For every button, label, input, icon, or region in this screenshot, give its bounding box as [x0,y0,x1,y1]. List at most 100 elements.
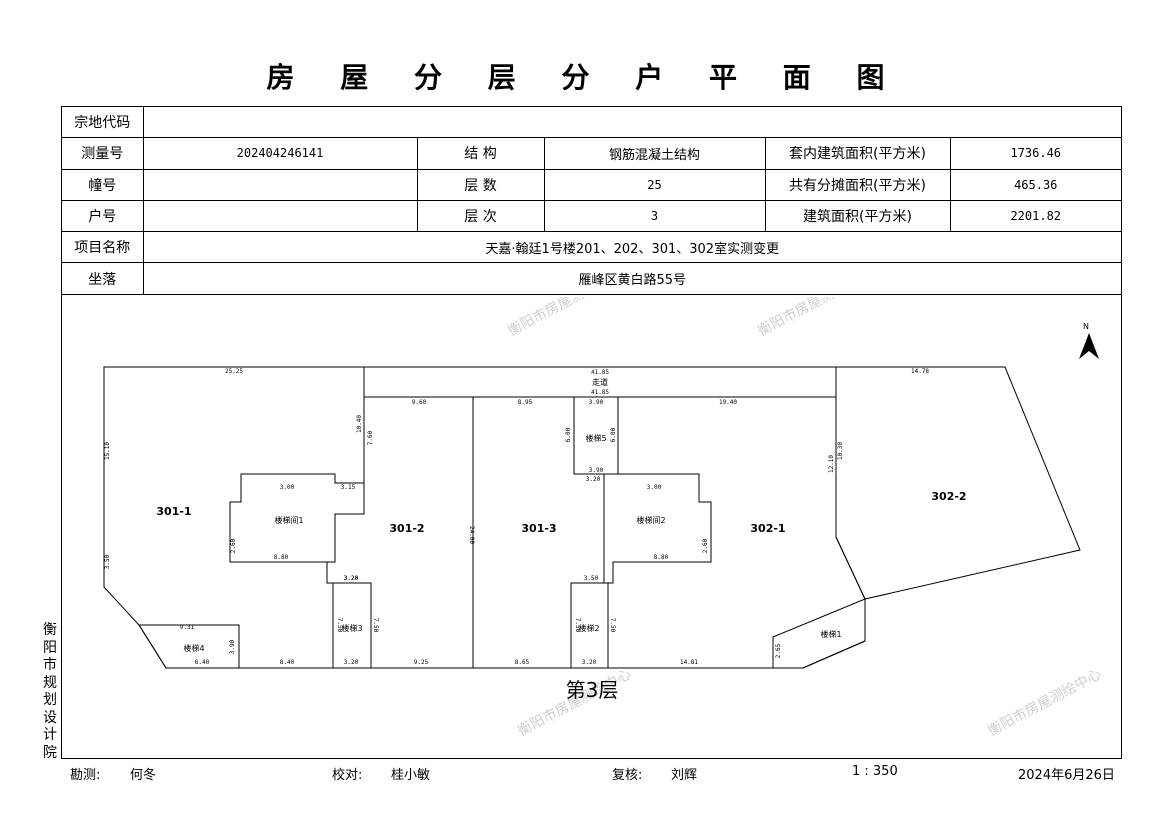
unit-label: 302-1 [750,522,785,535]
dimension-label: 3.00 [280,484,295,491]
reviewer-label: 复核: [612,768,643,783]
dimension-label: 9.25 [414,659,429,666]
page-title: 房 屋 分 层 分 户 平 面 图 [266,61,903,94]
dimension-label: 14.81 [680,659,698,666]
dimension-label: 2.60 [230,538,237,553]
room-label: 楼梯3 [341,623,362,633]
structure-label: 结 构 [416,137,545,170]
dimension-label: 8.80 [274,554,289,561]
parcel-code-label: 宗地代码 [62,107,144,139]
floors-label: 层 数 [416,168,545,201]
dimension-label: 7.50 [574,618,581,633]
stair-1-outline [772,598,866,669]
dimension-label: 3.20 [586,476,601,483]
scale: 1 : 350 [852,764,898,779]
watermark-text: 衡阳市房屋测绘中心 [755,297,874,340]
location-label: 坐落 [62,262,144,295]
dimension-label: 7.50 [609,618,616,633]
dimension-label: 8.40 [280,659,295,666]
dimension-label: 3.50 [104,554,111,569]
room-label: 楼梯间1 [274,515,303,525]
dimension-label: 3.90 [589,467,604,474]
dimension-label: 3.90 [229,639,236,654]
dimension-label: 9.31 [180,624,195,631]
dimension-label: 3.20 [344,659,359,666]
dimension-label: 12.10 [828,455,835,473]
room-label: 楼梯4 [183,643,204,653]
reviewer-name: 刘辉 [671,768,698,783]
unit-label: 301-3 [521,522,556,535]
dimension-label: 7.50 [372,618,379,633]
stair-5-outline [573,397,619,475]
dimension-label: 2.65 [775,643,782,658]
dimension-label: 24.00 [468,526,475,544]
dimension-label: 3.20 [344,575,359,582]
checker-name: 桂小敏 [391,768,431,783]
watermark-text: 衡阳市房屋测绘中心 [505,297,624,340]
dimension-label: 7.60 [367,430,374,445]
dimension-label: 25.25 [225,368,243,375]
dimension-label: 10.30 [837,442,844,460]
shared-area-label: 共有分摊面积(平方米) [764,168,951,201]
building-no-value [142,168,418,201]
room-label: 楼梯5 [585,433,606,443]
total-area-value: 2201.82 [949,199,1121,233]
north-arrow: N [1079,322,1099,359]
floor-label: 第3层 [566,678,619,702]
side-institution-text: 衡阳市规划设计院 [43,622,57,761]
building-no-label: 幢号 [62,168,144,201]
room-label: 走道 [592,377,608,387]
unit-no-value [142,199,418,233]
unit-302-2-outline [835,366,1081,600]
dimension-label: 8.65 [515,659,530,666]
unit-label: 302-2 [931,490,966,503]
stair-hall-1-outline [229,473,365,563]
dimension-label: 3.15 [341,484,356,491]
unit-301-1-outline [103,366,365,669]
date: 2024年6月26日 [1018,768,1115,783]
parcel-code-value [142,107,1121,139]
watermark-text: 衡阳市房屋测绘中心 [985,665,1104,739]
project-value: 天嘉·翰廷1号楼201、202、301、302室实测变更 [142,231,1121,264]
surveyor-label: 勘测: [70,768,101,783]
dimension-label: 9.60 [412,399,427,406]
checker-label: 校对: [332,768,363,783]
surveyor-name: 何冬 [130,768,157,783]
plan-sheet: 宗地代码 测量号 202404246141 结 构 钢筋混凝土结构 套内建筑面积… [61,106,1122,759]
dimension-label: 3.00 [647,484,662,491]
unit-no-label: 户号 [62,199,144,233]
dimension-label: 8.95 [518,399,533,406]
dimension-label: 8.80 [654,554,669,561]
dimension-label: 14.78 [911,368,929,375]
stair-hall-2-outline [603,473,712,584]
survey-no-label: 测量号 [62,137,144,170]
unit-label: 301-1 [156,505,191,518]
dimension-label: 6.40 [195,659,210,666]
floor-plan: 衡阳市房屋测绘中心 衡阳市房屋测绘中心 衡阳市房屋测绘中心 衡阳市房屋测绘中心 … [103,297,1104,740]
room-label: 楼梯间2 [636,515,665,525]
dimension-label: 10.40 [356,415,363,433]
dimension-label: 7.50 [336,618,343,633]
dimension-label: 3.20 [344,575,359,582]
room-label: 楼梯2 [578,623,599,633]
unit-302-1-outline [802,397,866,669]
location-value: 雁峰区黄白路55号 [142,262,1121,295]
shared-area-value: 465.36 [949,168,1121,201]
dimension-label: 2.60 [702,538,709,553]
watermark-text: 衡阳市房屋测绘中心 [515,665,634,739]
dimension-label: 3.20 [582,659,597,666]
unit-label: 301-2 [389,522,424,535]
inner-area-value: 1736.46 [949,137,1121,170]
inner-area-label: 套内建筑面积(平方米) [764,137,951,170]
dimension-label: 41.85 [591,389,609,396]
plan-outlines [103,366,1081,669]
dimension-label: 3.50 [584,575,599,582]
floor-index-value: 3 [543,199,766,233]
structure-value: 钢筋混凝土结构 [543,137,766,170]
dimension-label: 6.00 [565,427,572,442]
project-label: 项目名称 [62,231,144,264]
room-label: 楼梯1 [820,629,841,639]
floors-value: 25 [543,168,766,201]
survey-no-value: 202404246141 [142,137,418,170]
total-area-label: 建筑面积(平方米) [764,199,951,233]
